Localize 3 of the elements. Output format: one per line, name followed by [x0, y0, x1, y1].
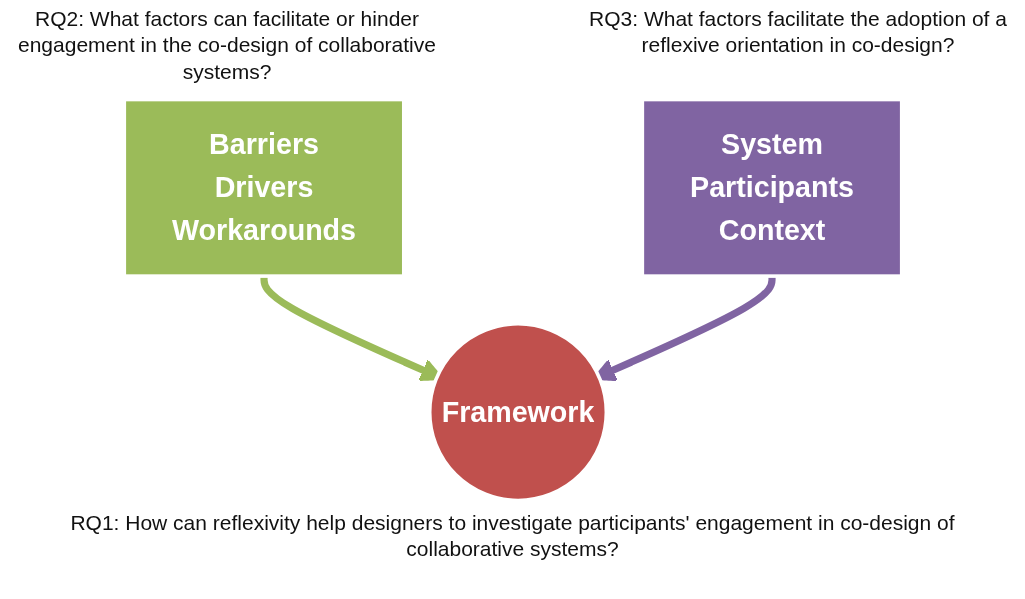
research-question: RQ2: What factors can facilitate or hinder engagement in the co-design of collaborative systems? — [17, 6, 437, 85]
research-question: RQ3: What factors facilitate the adoption of a reflexive orientation in co-design? — [588, 6, 1008, 59]
research-question: RQ1: How can reflexivity help designers to investigate participants' engagement in co-design of collaborative systems? — [69, 510, 956, 563]
